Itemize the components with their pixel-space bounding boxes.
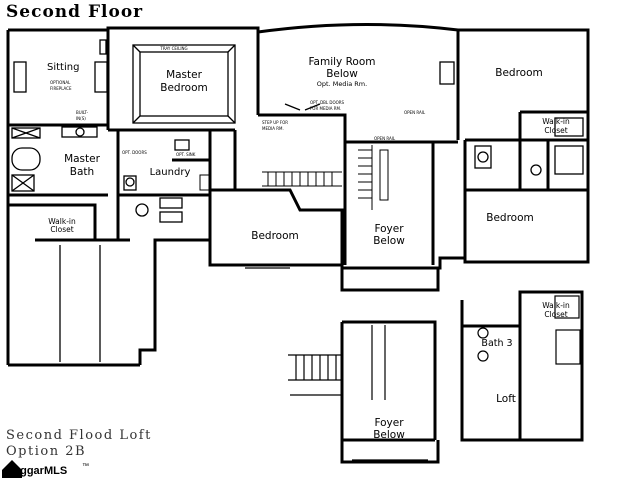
watermark-trademark: ™ (82, 463, 89, 470)
room-walkin-loft-1: Walk-in (542, 301, 570, 310)
room-sitting: Sitting (47, 62, 79, 73)
room-laundry: Laundry (150, 167, 191, 178)
walls-loft (340, 290, 584, 464)
plan-notes: TRAY CEILING OPTIONAL FIREPLACE BUILT- I… (50, 46, 426, 157)
room-walkin-top-right-2: Closet (544, 126, 567, 135)
room-master-bedroom-1: Master (166, 69, 203, 81)
room-master-bath-1: Master (64, 153, 101, 165)
note-opt-dbl-doors-1: OPT. DBL DOORS (310, 100, 345, 105)
note-step-up-1: STEP UP FOR (262, 120, 288, 125)
note-built-in-2: IN(S) (76, 116, 86, 121)
note-opt-doors: OPT. DOORS (122, 150, 147, 155)
room-walkin-loft-2: Closet (544, 310, 567, 319)
caption-line2: Option 2B (6, 444, 86, 459)
note-opt-sink: OPT. SINK (176, 152, 196, 157)
room-walkin-master-2: Closet (50, 225, 73, 234)
room-master-bath-2: Bath (70, 166, 94, 178)
fixtures-loft (288, 295, 581, 461)
room-labels: Sitting Master Bedroom Family Room Below… (47, 56, 570, 441)
watermark-text: eggarMLS (14, 465, 67, 477)
room-foyer-top-2: Below (373, 235, 405, 247)
room-bedroom-right: Bedroom (486, 212, 534, 224)
room-walkin-top-right-1: Walk-in (542, 117, 570, 126)
room-foyer-bottom-2: Below (373, 429, 405, 441)
note-built-in-1: BUILT- (76, 110, 89, 115)
caption-line1: Second Flood Loft (6, 428, 152, 443)
room-bedroom-top-right: Bedroom (495, 67, 543, 79)
room-family-2: Below (326, 68, 358, 80)
house-icon (2, 460, 22, 478)
plan-title: Second Floor (6, 2, 143, 22)
room-bath3: Bath 3 (481, 338, 512, 349)
room-family-1: Family Room (308, 56, 375, 68)
mls-watermark: eggarMLS ™ (2, 460, 89, 478)
room-loft: Loft (496, 393, 516, 405)
note-open-rail: OPEN RAIL (404, 110, 426, 115)
note-opt-dbl-doors-2: FOR MEDIA RM. (310, 106, 341, 111)
note-tray-ceiling: TRAY CEILING (159, 46, 187, 51)
note-open-rail-top: OPEN RAIL (374, 136, 396, 141)
note-opt-fireplace-2: FIREPLACE (50, 86, 72, 91)
room-walkin-master-1: Walk-in (48, 217, 76, 226)
room-master-bedroom-2: Bedroom (160, 82, 208, 94)
note-step-up-2: MEDIA RM. (262, 126, 284, 131)
room-bedroom-center: Bedroom (251, 230, 299, 242)
fixtures-main (11, 39, 584, 362)
room-foyer-top-1: Foyer (374, 223, 404, 235)
note-opt-fireplace-1: OPTIONAL (50, 80, 71, 85)
room-family-3: Opt. Media Rm. (317, 80, 367, 88)
room-foyer-bottom-1: Foyer (374, 417, 404, 429)
